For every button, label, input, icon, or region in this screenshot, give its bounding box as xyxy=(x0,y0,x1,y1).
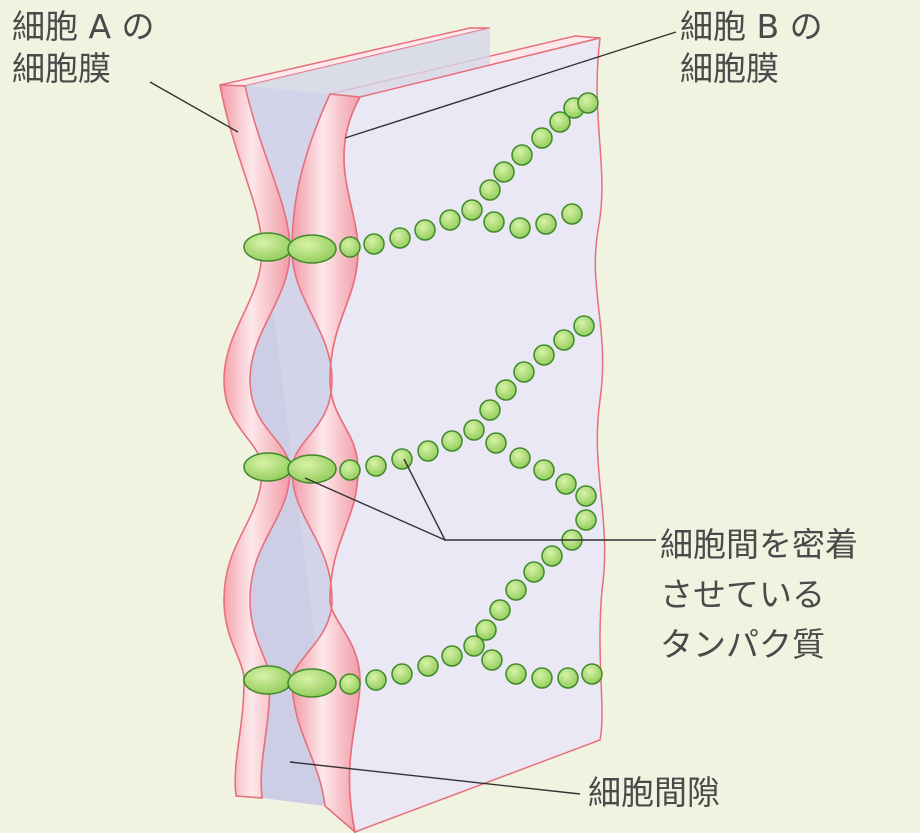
label-cell-b-membrane: 細胞 B の 細胞膜 xyxy=(680,6,823,90)
label-cell-a-membrane: 細胞 A の 細胞膜 xyxy=(12,6,155,90)
label-cell-a-line-2: 細胞膜 xyxy=(12,48,155,90)
label-adhesion-protein: 細胞間を密着 させている タンパク質 xyxy=(660,520,858,670)
label-protein-line-1: 細胞間を密着 xyxy=(660,520,858,570)
label-cell-b-line-2: 細胞膜 xyxy=(680,48,823,90)
label-protein-line-2: させている xyxy=(660,570,858,620)
label-cell-a-line-1: 細胞 A の xyxy=(12,6,155,48)
label-gap-line-1: 細胞間隙 xyxy=(588,772,720,814)
label-cell-b-line-1: 細胞 B の xyxy=(680,6,823,48)
label-protein-line-3: タンパク質 xyxy=(660,620,858,670)
label-intercellular-gap: 細胞間隙 xyxy=(588,772,720,814)
